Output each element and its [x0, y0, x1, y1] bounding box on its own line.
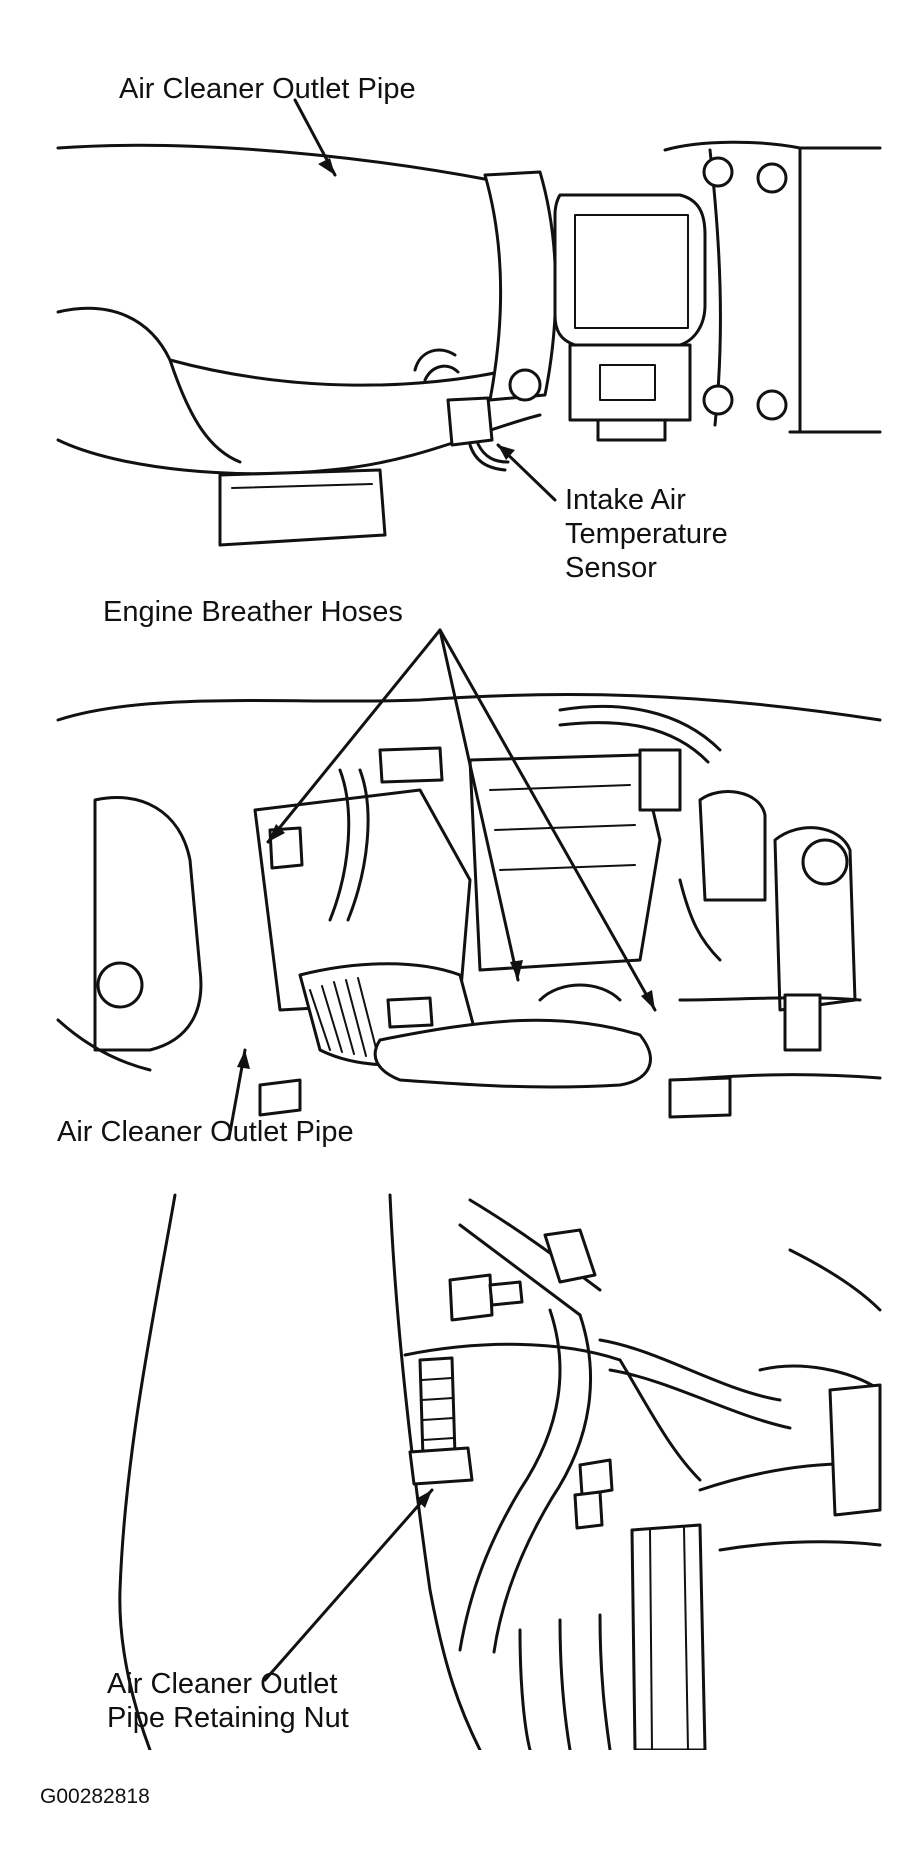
label-iat-sensor-line3: Sensor: [565, 552, 657, 584]
retaining-nut-illustration: [118, 1193, 882, 1750]
figure-id: G00282818: [40, 1785, 150, 1808]
panel-intake-sensor: Air Cleaner Outlet Pipe Intake Air Tempe…: [0, 0, 923, 560]
label-retaining-nut-line2: Pipe Retaining Nut: [107, 1702, 349, 1734]
label-iat-sensor-line2: Temperature: [565, 518, 728, 550]
panel-retaining-nut: [0, 1190, 923, 1750]
intake-pipe-illustration: [56, 98, 882, 547]
label-engine-breather-hoses: Engine Breather Hoses: [103, 596, 403, 628]
panel-breather-hoses: Engine Breather Hoses: [0, 580, 923, 1140]
label-air-cleaner-outlet-pipe-2: Air Cleaner Outlet Pipe: [57, 1116, 354, 1148]
label-retaining-nut-line1: Air Cleaner Outlet: [107, 1668, 338, 1700]
engine-bay-illustration: [56, 628, 882, 1140]
label-air-cleaner-outlet-pipe: Air Cleaner Outlet Pipe: [119, 73, 416, 105]
label-iat-sensor-line1: Intake Air: [565, 484, 686, 516]
